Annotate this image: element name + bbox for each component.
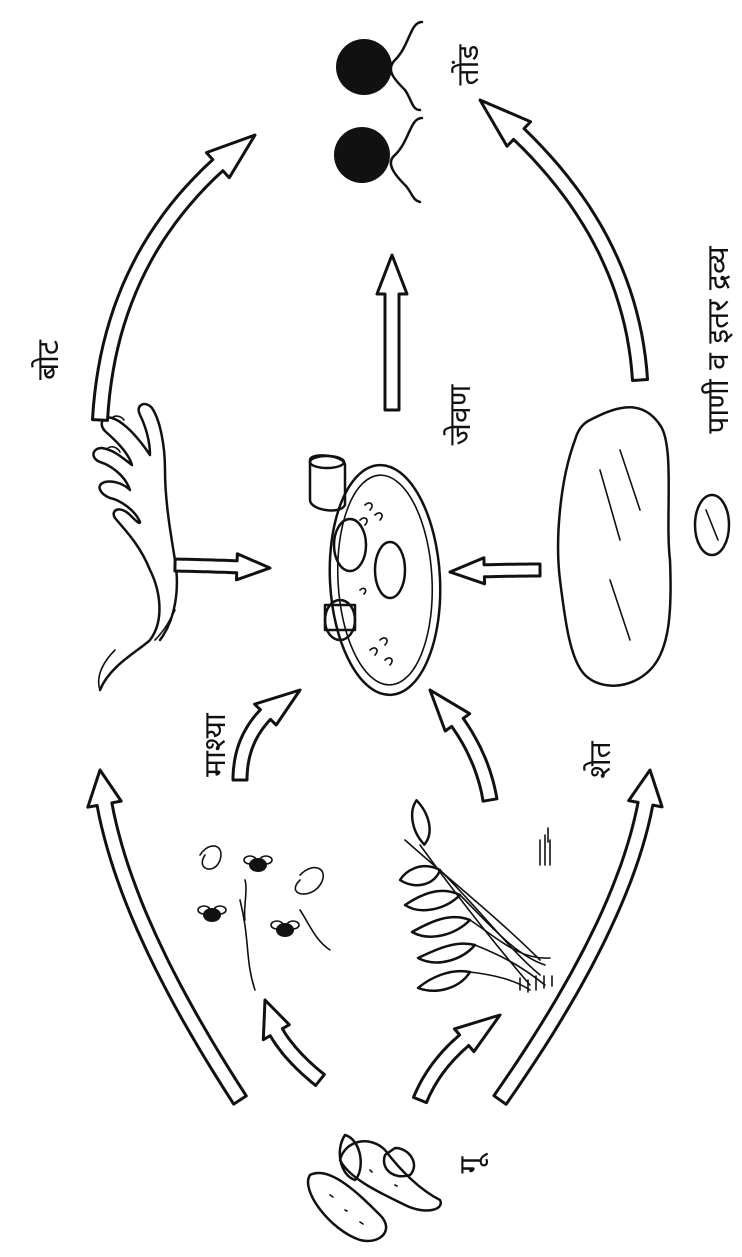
hand-drawing xyxy=(93,404,176,690)
label-field: शेत xyxy=(583,740,618,778)
label-flies: माश्या xyxy=(198,712,233,777)
water-drawing xyxy=(558,407,729,685)
label-mouth: तोंड xyxy=(451,44,486,86)
arrow-meal-to-mouth xyxy=(377,255,407,410)
label-water: पाणी व इतर द्रव्य xyxy=(701,245,736,434)
label-meal: जेवण xyxy=(443,383,478,445)
label-feces: गू xyxy=(453,1153,489,1174)
arrow-feces-to-flies xyxy=(263,1000,324,1086)
arrow-fingers-to-meal xyxy=(175,554,270,580)
arrow-flies-to-meal xyxy=(233,690,300,780)
arrow-water-to-meal xyxy=(450,558,540,584)
arrow-feces-to-water xyxy=(494,770,662,1104)
arrow-feces-to-field xyxy=(414,1015,501,1103)
label-fingers: बोट xyxy=(31,339,66,380)
arrow-feces-to-fingers xyxy=(88,770,247,1104)
flies-drawing xyxy=(198,846,330,990)
arrow-fingers-to-mouth xyxy=(93,135,256,420)
feces-drawing xyxy=(308,1135,441,1241)
mouth-drawing xyxy=(334,22,422,202)
field-crops-drawing xyxy=(400,799,552,992)
arrows-group xyxy=(88,100,662,1104)
meal-drawing xyxy=(310,455,446,697)
arrow-field-to-meal xyxy=(430,690,497,801)
arrow-water-to-mouth xyxy=(480,100,648,381)
